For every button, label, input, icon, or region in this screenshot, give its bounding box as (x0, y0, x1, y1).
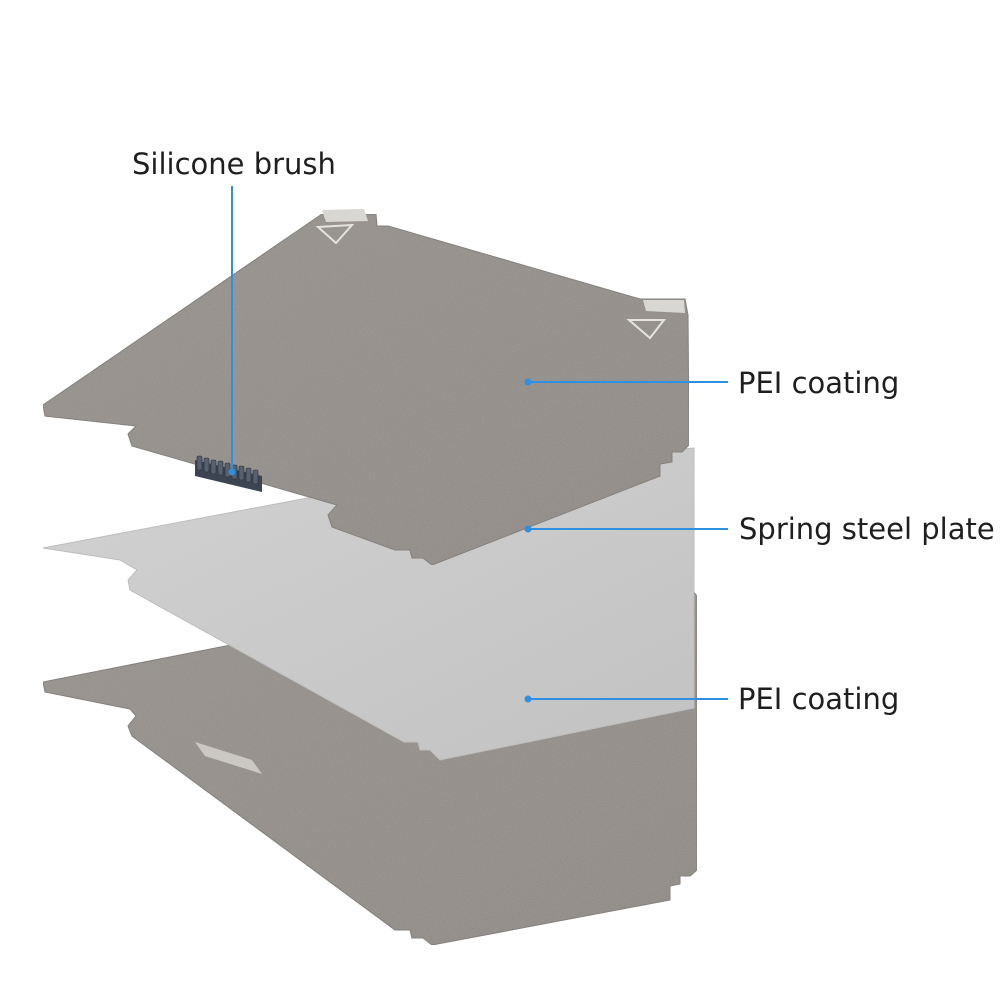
pei-sheet-top (42, 209, 690, 566)
callout-line-spring-steel (524, 525, 728, 533)
callout-line-pei-top (524, 378, 728, 386)
callout-lines (228, 186, 728, 703)
triangle-warning-icon (315, 223, 355, 245)
corner-tab (643, 300, 685, 313)
silicone-brush (195, 455, 262, 492)
label-silicone-brush: Silicone brush (132, 147, 336, 181)
label-pei-coating-bottom: PEI coating (738, 682, 900, 716)
corner-tab (322, 209, 368, 222)
label-pei-coating-top: PEI coating (738, 366, 900, 400)
sheet-tab (195, 742, 262, 774)
callout-line-silicone-brush (228, 186, 236, 476)
callout-line-pei-bottom (524, 695, 728, 703)
label-spring-steel-plate: Spring steel plate (739, 512, 995, 546)
triangle-warning-icon (626, 319, 667, 340)
